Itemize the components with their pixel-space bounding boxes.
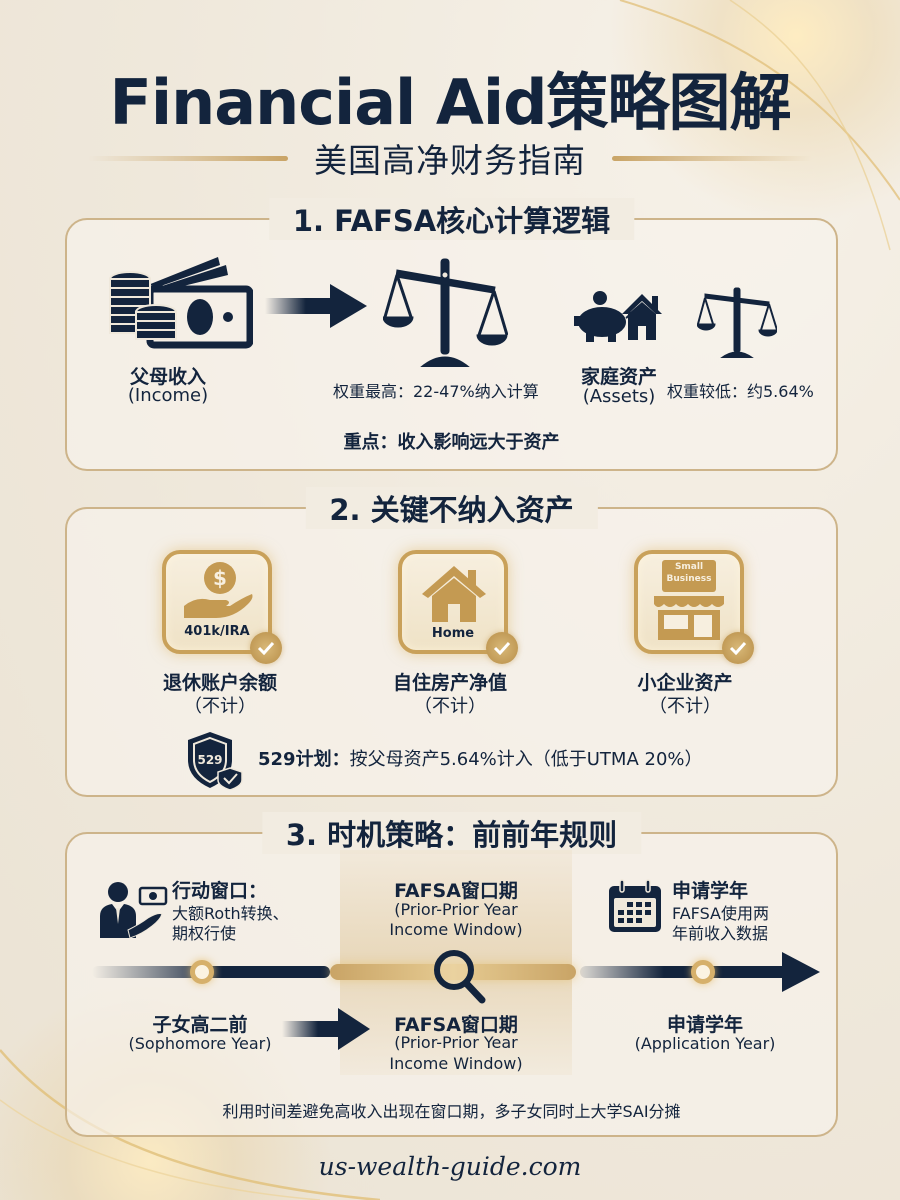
assets-sublabel: (Assets) [582,386,656,407]
footer-site-link[interactable]: us-wealth-guide.com [318,1152,582,1181]
card-label-home: Home [431,626,475,641]
house-icon [422,566,486,622]
assets-weight-text: 权重较低：约5.64% [667,382,814,401]
assets-label: 家庭资产 [580,366,657,388]
small-business-note: （不计） [649,696,721,717]
shield-529-icon: 529 [188,732,243,790]
page-title: Financial Aid策略图解 [109,66,791,139]
checkmark-icon [722,632,754,664]
income-weight-text: 权重最高：22-47%纳入计算 [333,382,539,401]
application-year-line1-top: FAFSA使用两 [672,904,770,923]
divider-left [88,155,288,161]
small-business-card: Small Business [634,550,754,664]
income-label: 父母收入 [129,366,206,388]
card-label-401k: 401k/IRA [184,624,250,639]
scale-small-icon [697,287,777,358]
house-icon [622,294,662,340]
arrow-right-icon [265,284,367,328]
action-window-title: 行动窗口： [172,880,268,902]
fafsa-window-line1-bottom: (Prior-Prior Year [394,1033,518,1052]
retirement-card: $ 401k/IRA [162,550,282,664]
divider-right [612,155,812,161]
timeline-arrowhead-icon [782,952,820,992]
action-window-line2: 期权行使 [172,924,237,943]
home-equity-label: 自住房产净值 [392,672,507,694]
checkmark-icon [486,632,518,664]
fafsa-window-line2-bottom: Income Window) [389,1054,523,1073]
plan-529-label: 529计划： [258,749,350,770]
income-sublabel: (Income) [127,385,209,406]
card-label-small: Small [674,562,704,572]
home-equity-note: （不计） [414,696,486,717]
application-year-sub: (Application Year) [634,1034,776,1053]
timeline-node-sophomore [190,960,214,984]
fafsa-window-line1-top: (Prior-Prior Year [394,900,518,919]
timeline-segment-3 [580,966,790,978]
timing-note: 利用时间差避免高收入出现在窗口期，多子女同时上大学SAI分摊 [222,1102,681,1121]
fafsa-window-line2-top: Income Window) [389,920,523,939]
page-subtitle: 美国高净财务指南 [314,141,586,180]
arrow-right-icon [282,1008,370,1050]
key-point-text: 重点：收入影响远大于资产 [343,432,560,453]
storefront-icon [654,560,724,640]
subtitle-row: 美国高净财务指南 [0,136,900,180]
checkmark-icon [250,632,282,664]
cash-coins-icon [109,257,253,349]
section-title: 3. 时机策略：前前年规则 [261,812,642,854]
sophomore-sub: (Sophomore Year) [128,1034,272,1053]
svg-text:529: 529 [197,753,222,767]
section-title: 1. FAFSA核心计算逻辑 [268,198,635,240]
plan-529-text: 按父母资产5.64%计入（低于UTMA 20%） [349,749,703,770]
application-year-title-bottom: 申请学年 [666,1014,743,1036]
fafsa-window-title-top: FAFSA窗口期 [394,880,518,902]
sophomore-title: 子女高二前 [152,1014,248,1036]
application-year-line2-top: 年前收入数据 [672,924,769,943]
advisor-cash-icon [100,882,168,939]
home-card: Home [398,550,518,664]
application-year-title-top: 申请学年 [672,880,749,902]
small-business-label: 小企业资产 [637,672,733,694]
section-title: 2. 关键不纳入资产 [305,487,598,529]
timeline-node-application [691,960,715,984]
magnifier-icon [434,950,486,1004]
hand-dollar-icon: $ [184,562,253,618]
scale-icon [383,258,508,367]
plan-529-row: 529计划：按父母资产5.64%计入（低于UTMA 20%） [258,745,703,771]
section-fafsa-logic: 1. FAFSA核心计算逻辑 [65,198,838,471]
card-label-business: Business [666,574,712,584]
retirement-label: 退休账户余额 [162,672,277,694]
fafsa-window-highlight [340,850,572,1075]
timeline-segment-window [330,964,576,980]
retirement-note: （不计） [184,696,256,717]
piggy-bank-icon [574,291,631,342]
action-window-line1: 大额Roth转换、 [172,904,289,923]
svg-text:$: $ [213,566,227,590]
fafsa-window-title-bottom: FAFSA窗口期 [394,1014,518,1036]
calendar-icon [609,879,661,932]
